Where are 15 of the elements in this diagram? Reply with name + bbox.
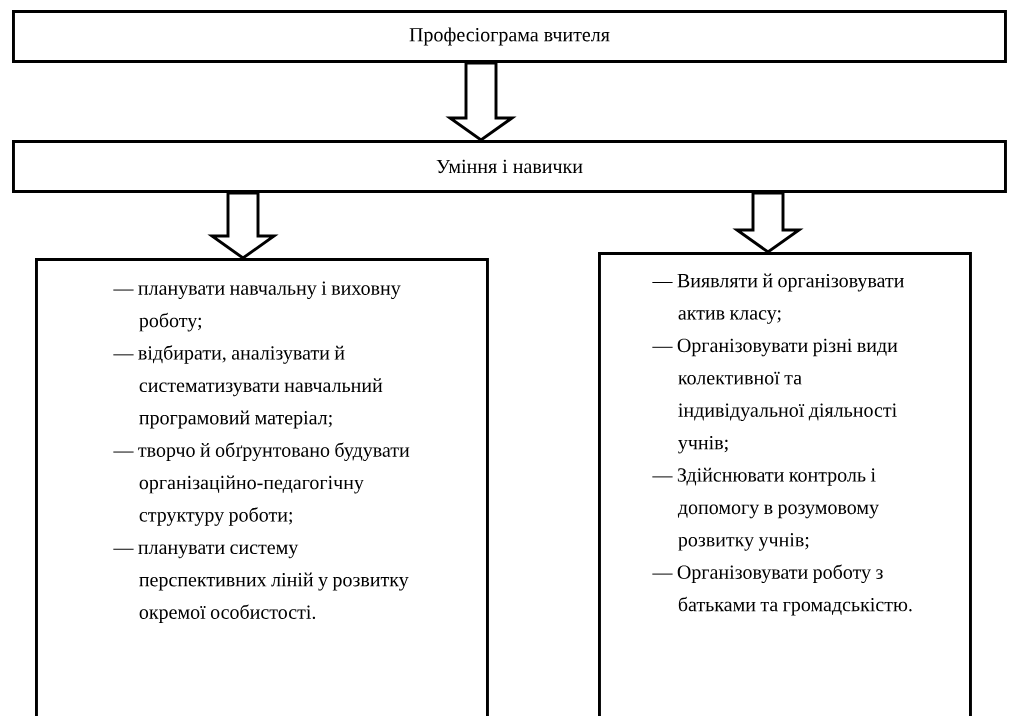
list-item: — творчо й обґрунтовано будувати організаційно-педагогічну структуру роботи; [113,442,410,526]
title-box: Уміння і навички [12,140,1007,193]
block-arrow [445,61,517,142]
list-item: — планувати систему перспективних ліній у розвитку окремої особистості. [113,544,409,623]
block-arrow [207,191,279,260]
list-item: — відбирати, аналізувати й систематизувати навчальний програмовий матеріал; [113,345,383,429]
list-item: — Організовувати різні види колективної та індивідуальної діяльності учнів; [652,338,898,454]
title-box: Професіограма вчителя [12,10,1007,63]
list-item: — Організовувати роботу з батьками та громадськістю. [652,564,912,616]
list-box [598,252,972,716]
list-item: — планувати навчальну і виховну роботу; [113,281,401,332]
list-item: — Здійснювати контроль і допомогу в розумовому розвитку учнів; [652,467,879,551]
block-arrow [732,191,804,254]
list-item: — Виявляти й організовувати актив класу; [652,273,904,324]
list-box [35,258,489,716]
